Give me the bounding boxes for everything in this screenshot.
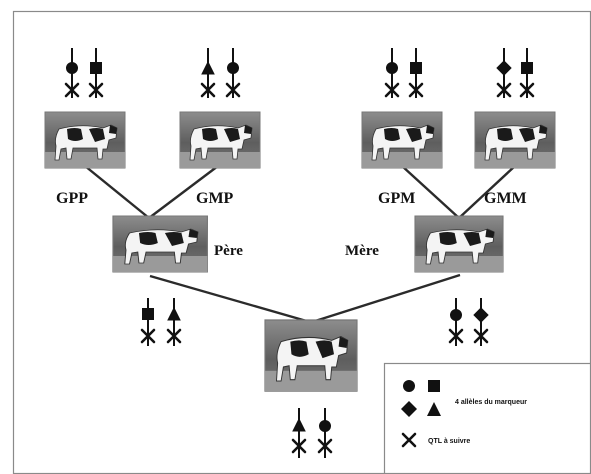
genotype-gmp (200, 48, 241, 98)
label-gmm: GMM (484, 190, 527, 207)
circle-icon (227, 62, 239, 74)
square-icon (428, 380, 440, 392)
cow-photo-gpm (361, 111, 443, 169)
label-gmp: GMP (196, 190, 234, 207)
genotype-gmm (496, 48, 535, 98)
genotype-gpp (64, 48, 104, 98)
circle-icon (450, 309, 462, 321)
diamond-icon (473, 307, 489, 323)
label-mere: Mère (345, 243, 379, 259)
legend-qtl: QTL à suivre (428, 438, 470, 445)
triangle-icon (201, 60, 215, 75)
diamond-icon (496, 60, 512, 76)
triangle-icon (292, 417, 306, 432)
diamond-icon (401, 401, 417, 417)
circle-icon (403, 380, 415, 392)
circle-icon (66, 62, 78, 74)
cow-photo-mere (414, 215, 504, 273)
genotype-gpm (384, 48, 424, 98)
cow-photo-pere (112, 215, 208, 273)
cow-photo-gpp (44, 111, 126, 169)
cow-photo-offspring (264, 319, 358, 392)
square-icon (142, 308, 154, 320)
label-gpm: GPM (378, 190, 415, 207)
label-gpp: GPP (56, 190, 88, 207)
genotype-pere (140, 298, 182, 346)
legend: 4 allèles du marqueur QTL à suivre (383, 362, 591, 474)
genotype-offspring (291, 408, 333, 458)
cow-photo-gmp (179, 111, 261, 169)
square-icon (521, 62, 533, 74)
legend-marker-alleles: 4 allèles du marqueur (455, 399, 527, 406)
square-icon (410, 62, 422, 74)
triangle-icon (427, 402, 441, 416)
genotype-mere (448, 298, 489, 346)
pedigree-lines (84, 165, 516, 324)
circle-icon (386, 62, 398, 74)
label-pere: Père (214, 243, 243, 259)
circle-icon (319, 420, 331, 432)
triangle-icon (167, 306, 181, 321)
cow-photo-gmm (474, 111, 556, 169)
square-icon (90, 62, 102, 74)
